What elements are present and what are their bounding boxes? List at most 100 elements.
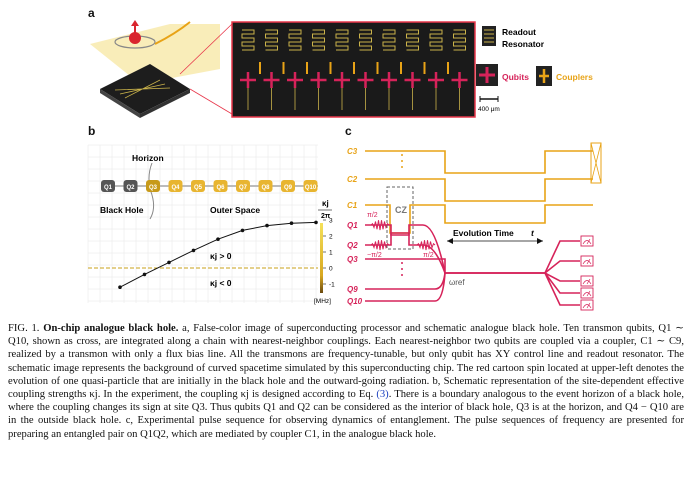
caption-p2a: b, Schematic representation of the site-…	[8, 375, 685, 401]
kappa-point	[289, 221, 294, 225]
axis-title-bottom: 2π	[321, 213, 331, 220]
chain-qubit: Q6	[213, 180, 228, 192]
chain-qubit-label: Q5	[194, 185, 203, 191]
chain-qubit-label: Q9	[284, 185, 293, 191]
omega-ref-label: ωref	[449, 278, 465, 287]
axis-tick-label: 1	[329, 250, 333, 257]
kappa-point	[118, 285, 122, 289]
legend-readout-label-2: Resonator	[502, 39, 545, 49]
caption-p2b: . There is a boundary analogous to the e…	[8, 389, 684, 427]
c3-pulse	[365, 150, 593, 174]
pi2-q2-label: π/2	[423, 252, 434, 259]
legend-qubits-label: Qubits	[502, 72, 529, 82]
kappa-point	[314, 220, 318, 225]
horizon-curve	[148, 162, 155, 220]
chip-micrograph	[231, 21, 476, 118]
qubit-row	[240, 62, 468, 110]
chain-qubit-label: Q10	[305, 185, 317, 191]
row-label: Q10	[347, 297, 363, 306]
row-label: C2	[347, 175, 358, 184]
caption-p3: c, Experimental pulse sequence for obser…	[8, 415, 684, 440]
chip-qubit-cross	[334, 72, 350, 110]
legend-couplers: Couplers	[536, 66, 593, 86]
colorbar	[320, 223, 323, 293]
c2-pulse	[365, 178, 593, 202]
chain-qubit-label: Q8	[261, 185, 270, 191]
chain-qubit: Q7	[236, 180, 250, 192]
legend-qubits: Qubits	[476, 64, 529, 86]
meter-icon	[580, 235, 594, 247]
chain-qubit-label: Q7	[239, 185, 248, 191]
horizon-label: Horizon	[132, 153, 164, 163]
resonator-meander	[382, 29, 396, 51]
scale-bar-label: 400 μm	[478, 106, 500, 113]
row-label: C3	[347, 147, 358, 156]
caption-p1: a, False-color image of superconducting …	[8, 323, 684, 387]
q9-pulse	[365, 272, 446, 290]
chip-image-panel: Readout Resonator Qubits Couplers 400 μm	[90, 20, 593, 118]
chip-qubit-cross	[240, 72, 256, 110]
chain-qubit: Q5	[191, 180, 205, 192]
resonator-meander	[265, 29, 278, 51]
q3-pulse	[365, 258, 580, 282]
mpi2-q2-label: −π/2	[367, 252, 382, 259]
final-pulse-box	[590, 142, 602, 184]
chain-qubit: Q9	[281, 180, 295, 192]
kappa-plot	[118, 220, 318, 289]
chain-qubit: Q8	[258, 180, 273, 192]
coupler-ellipsis	[401, 154, 403, 168]
resonator-meander	[406, 29, 419, 51]
panel-c-label: c	[345, 124, 352, 138]
chain-qubit: Q10	[303, 180, 318, 192]
row-label: C1	[347, 201, 358, 210]
kappa-point	[265, 223, 269, 228]
light-beam	[90, 24, 220, 84]
kappa-negative-label: κj < 0	[210, 278, 232, 288]
spin-cartoon-icon	[114, 20, 191, 49]
panel-b-label: b	[88, 124, 96, 138]
cz-box	[386, 186, 414, 250]
caption-ref[interactable]: (3)	[376, 389, 389, 401]
row-label: Q1	[347, 221, 358, 230]
pi2-pulse-q1	[370, 220, 390, 231]
chain-qubit-label: Q4	[171, 185, 180, 191]
qubit-pulses	[365, 224, 580, 306]
scale-bar: 400 μm	[478, 96, 500, 113]
axis-tick-label: -1	[329, 282, 335, 289]
kappa-point	[216, 237, 220, 241]
panel-a-label: a	[88, 6, 95, 20]
background-grid	[87, 144, 318, 303]
caption-title: On-chip analogue black hole.	[43, 323, 179, 334]
chip-qubit-cross	[428, 72, 444, 110]
axis-tick-label: 2	[329, 234, 333, 241]
axis-title-top: κj	[322, 199, 329, 208]
chip-qubit-cross	[404, 72, 421, 110]
chip-qubit-cross	[357, 72, 374, 110]
pi2-pulse-q2	[370, 240, 436, 251]
legend-couplers-label: Couplers	[556, 72, 593, 82]
caption-fig: FIG. 1.	[8, 323, 40, 334]
kappa-point	[167, 260, 171, 265]
legend-readout: Readout Resonator	[482, 26, 545, 49]
resonator-meander	[288, 29, 302, 51]
legend-readout-label-1: Readout	[502, 27, 536, 37]
kappa-point	[240, 228, 245, 233]
row-label: Q9	[347, 285, 358, 294]
resonator-meander	[241, 29, 255, 51]
kappa-point	[191, 248, 196, 253]
chain-qubit: Q3	[146, 180, 160, 192]
chip-qubit-cross	[263, 72, 280, 110]
chip-qubit-cross	[451, 72, 468, 110]
black-hole-label: Black Hole	[100, 205, 144, 215]
resonator-meander	[359, 29, 372, 51]
meter-icon	[580, 299, 594, 311]
outer-space-label: Outer Space	[210, 205, 260, 215]
resonator-meander	[312, 29, 325, 51]
chain-qubit-label: Q2	[126, 185, 135, 191]
chain-qubit: Q4	[168, 180, 183, 192]
meter-icon	[580, 275, 594, 287]
